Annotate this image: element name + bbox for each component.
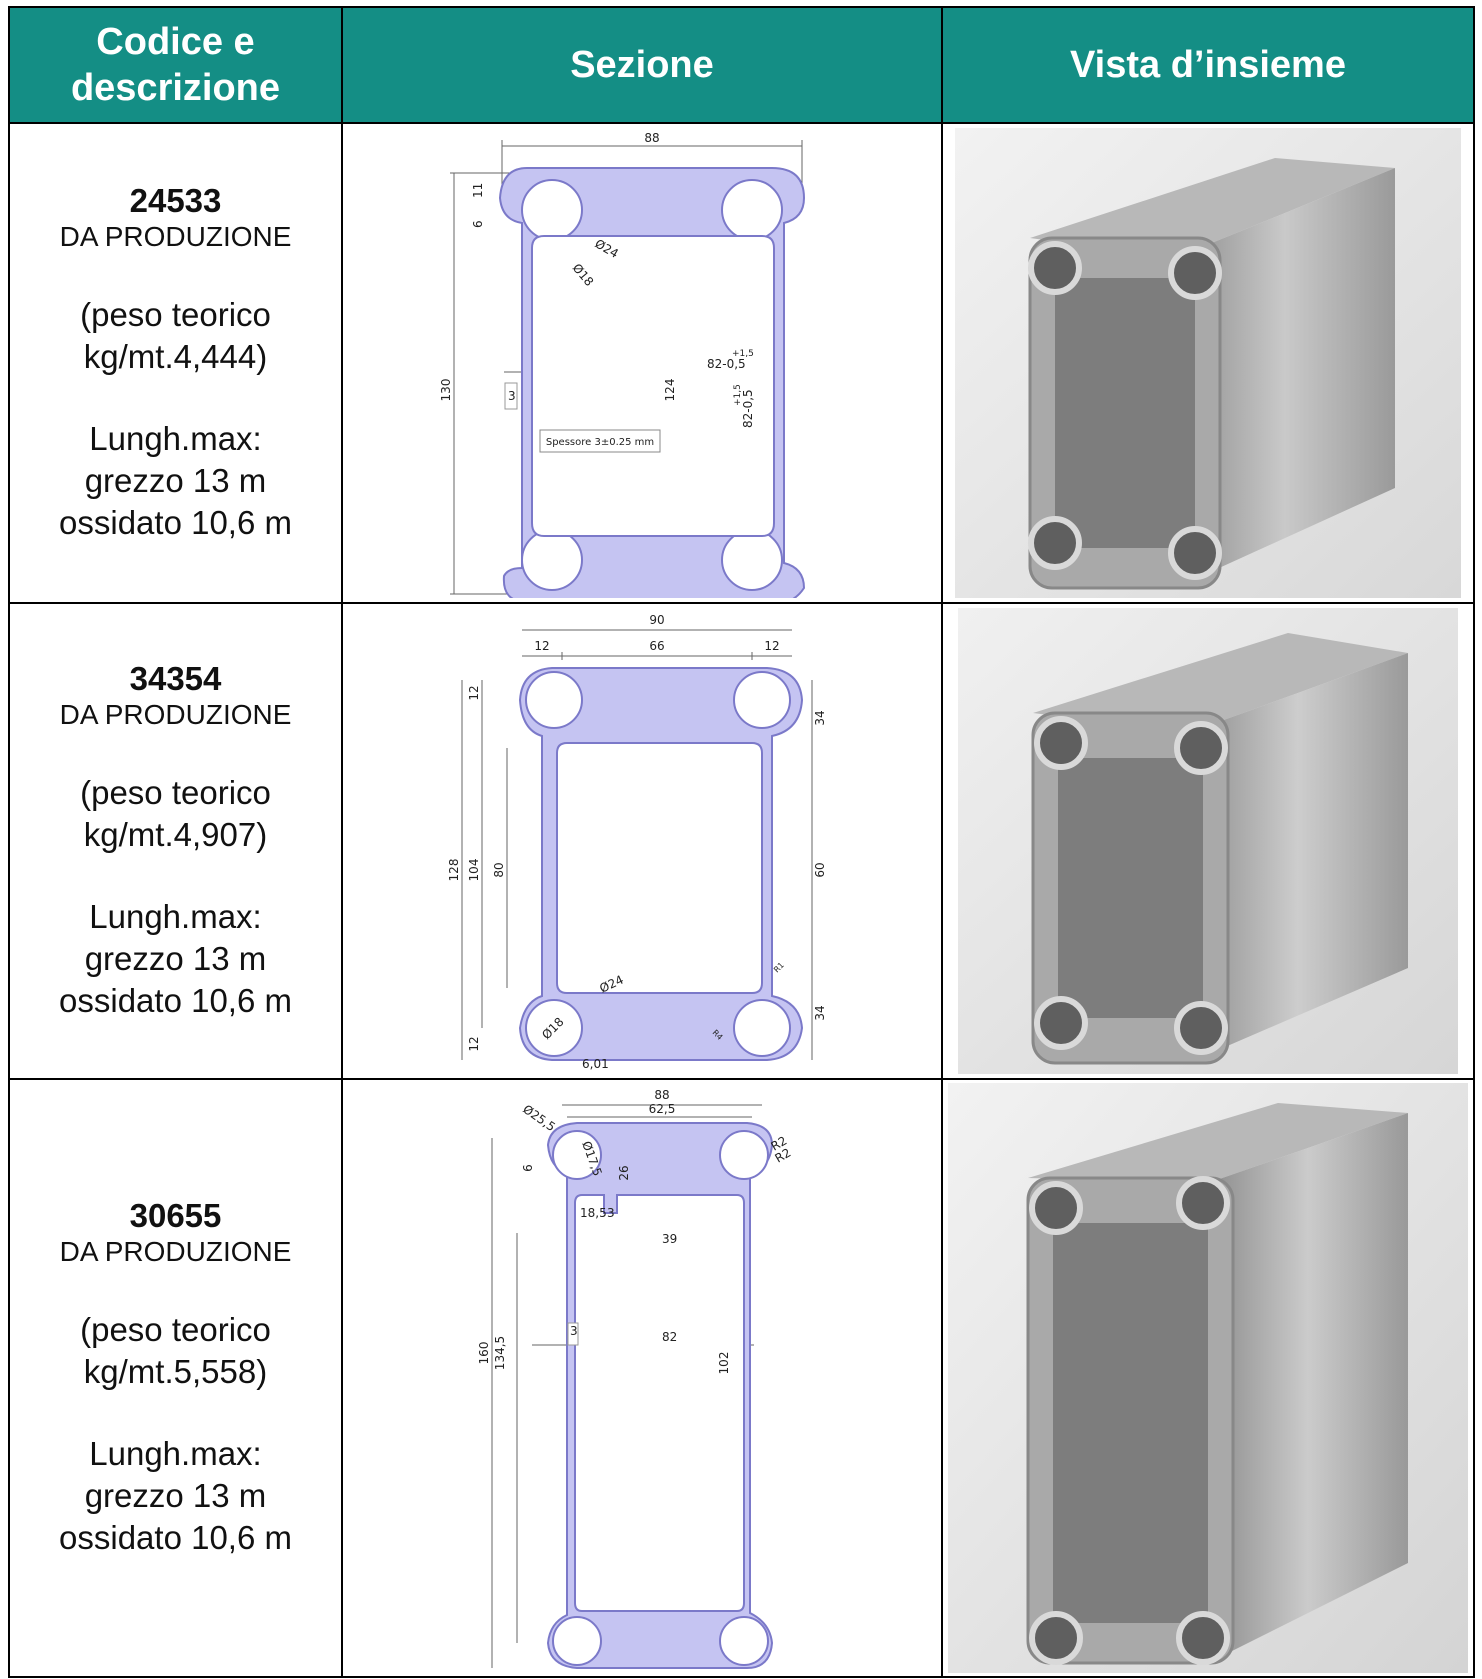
dim-w2: 66: [649, 639, 664, 653]
max-length-label: Lungh.max:: [89, 420, 262, 457]
section-drawing-cell: 90 12 66 12 128 104 80 12 12 34 60 34 Ø2…: [341, 602, 943, 1080]
overview-image-cell: [941, 602, 1475, 1080]
header-code-description: Codice e descrizione: [8, 6, 343, 124]
product-status: DA PRODUZIONE: [59, 221, 292, 252]
description-cell: 24533 DA PRODUZIONE (peso teorico kg/mt.…: [8, 122, 343, 604]
raw-length: grezzo 13 m: [84, 940, 267, 977]
dim-tol2: 82-0,5: [741, 389, 755, 428]
dim-w3: 3: [607, 1206, 615, 1220]
product-code: 34354: [129, 660, 222, 697]
section-drawing: 88 62,5 Ø25,5 Ø17,5 R2 R2 6 26 18,5 3 39…: [477, 1088, 794, 1669]
dim-h128: 128: [447, 859, 461, 882]
dim-tol2-sup: +1,5: [733, 384, 743, 406]
profile-3d-image: [955, 128, 1461, 598]
dim-width: 88: [644, 131, 659, 145]
weight-value: kg/mt.4,907): [83, 816, 268, 853]
weight-label: (peso teorico: [80, 774, 271, 811]
section-drawing-cell: 88 130 124 11 6 Ø24 Ø18 3 82-0,5 +1,5 82…: [341, 122, 943, 604]
dim-w18: 18,5: [580, 1206, 607, 1220]
weight-label: (peso teorico: [80, 1311, 271, 1348]
dim-thickness: 3: [570, 1324, 578, 1338]
weight-value: kg/mt.5,558): [83, 1353, 268, 1390]
product-status: DA PRODUZIONE: [59, 699, 292, 730]
dim-w1: 12: [534, 639, 549, 653]
section-drawing: 90 12 66 12 128 104 80 12 12 34 60 34 Ø2…: [447, 613, 827, 1071]
dim-w39: 39: [662, 1232, 677, 1246]
thickness-note: Spessore 3±0.25 mm: [546, 437, 654, 448]
product-code: 24533: [129, 182, 222, 219]
dim-height: 130: [439, 379, 453, 402]
dim-tol1-sup: +1,5: [732, 349, 754, 359]
description-cell: 34354 DA PRODUZIONE (peso teorico kg/mt.…: [8, 602, 343, 1080]
dim-r2a: R2: [769, 1133, 790, 1153]
dim-h102: 102: [717, 1352, 731, 1375]
product-code: 30655: [129, 1197, 222, 1234]
section-drawing: 88 130 124 11 6 Ø24 Ø18 3 82-0,5 +1,5 82…: [439, 131, 806, 598]
product-status: DA PRODUZIONE: [59, 1236, 292, 1267]
profile-3d-image: [958, 608, 1458, 1074]
dim-width: 88: [654, 1088, 669, 1102]
dim-tol1: 82-0,5: [707, 357, 746, 371]
dim-w3: 12: [764, 639, 779, 653]
dim-h104: 104: [467, 859, 481, 882]
profile-3d-image: [948, 1083, 1468, 1673]
dim-inner: 124: [663, 379, 677, 402]
dim-thickness: 3: [508, 389, 516, 403]
max-length-label: Lungh.max:: [89, 1435, 262, 1472]
weight-value: kg/mt.4,444): [83, 338, 268, 375]
dim-w2: 62,5: [649, 1102, 676, 1116]
header-code-line1: Codice e: [96, 21, 255, 63]
table-row: 34354 DA PRODUZIONE (peso teorico kg/mt.…: [8, 602, 1475, 1080]
dim-r60: 60: [813, 862, 827, 877]
table-row: 30655 DA PRODUZIONE (peso teorico kg/mt.…: [8, 1078, 1475, 1678]
raw-length: grezzo 13 m: [84, 462, 267, 499]
dim-w82: 82: [662, 1330, 677, 1344]
product-table-container: Codice e descrizione Sezione Vista d’ins…: [8, 6, 1475, 1678]
anodized-length: ossidato 10,6 m: [59, 1519, 292, 1556]
dim-h26: 26: [617, 1165, 631, 1180]
header-row: Codice e descrizione Sezione Vista d’ins…: [8, 6, 1475, 124]
dim-bottom: 6,01: [582, 1057, 609, 1071]
dim-r1: R1: [772, 961, 786, 975]
dim-d25: Ø25,5: [520, 1102, 558, 1134]
dim-h80: 80: [492, 862, 506, 877]
header-section: Sezione: [341, 6, 943, 124]
dim-h12a: 12: [467, 685, 481, 700]
dim-width: 90: [649, 613, 664, 627]
table-row: 24533 DA PRODUZIONE (peso teorico kg/mt.…: [8, 122, 1475, 604]
dim-r34b: 34: [813, 1005, 827, 1020]
dim-h160: 160: [477, 1342, 491, 1365]
overview-image-cell: [941, 122, 1475, 604]
product-table: Codice e descrizione Sezione Vista d’ins…: [8, 6, 1475, 1678]
max-length-label: Lungh.max:: [89, 898, 262, 935]
dim-h12b: 12: [467, 1036, 481, 1051]
dim-h6: 6: [521, 1164, 535, 1172]
dim-r2b: R2: [773, 1145, 794, 1165]
dim-a: 11: [471, 183, 485, 198]
section-drawing-cell: 88 62,5 Ø25,5 Ø17,5 R2 R2 6 26 18,5 3 39…: [341, 1078, 943, 1678]
overview-image-cell: [941, 1078, 1475, 1678]
weight-label: (peso teorico: [80, 296, 271, 333]
anodized-length: ossidato 10,6 m: [59, 982, 292, 1019]
description-cell: 30655 DA PRODUZIONE (peso teorico kg/mt.…: [8, 1078, 343, 1678]
dim-h134: 134,5: [493, 1336, 507, 1370]
header-overview: Vista d’insieme: [941, 6, 1475, 124]
raw-length: grezzo 13 m: [84, 1477, 267, 1514]
dim-r34a: 34: [813, 710, 827, 725]
anodized-length: ossidato 10,6 m: [59, 504, 292, 541]
dim-b: 6: [471, 220, 485, 228]
header-code-line2: descrizione: [70, 67, 281, 109]
